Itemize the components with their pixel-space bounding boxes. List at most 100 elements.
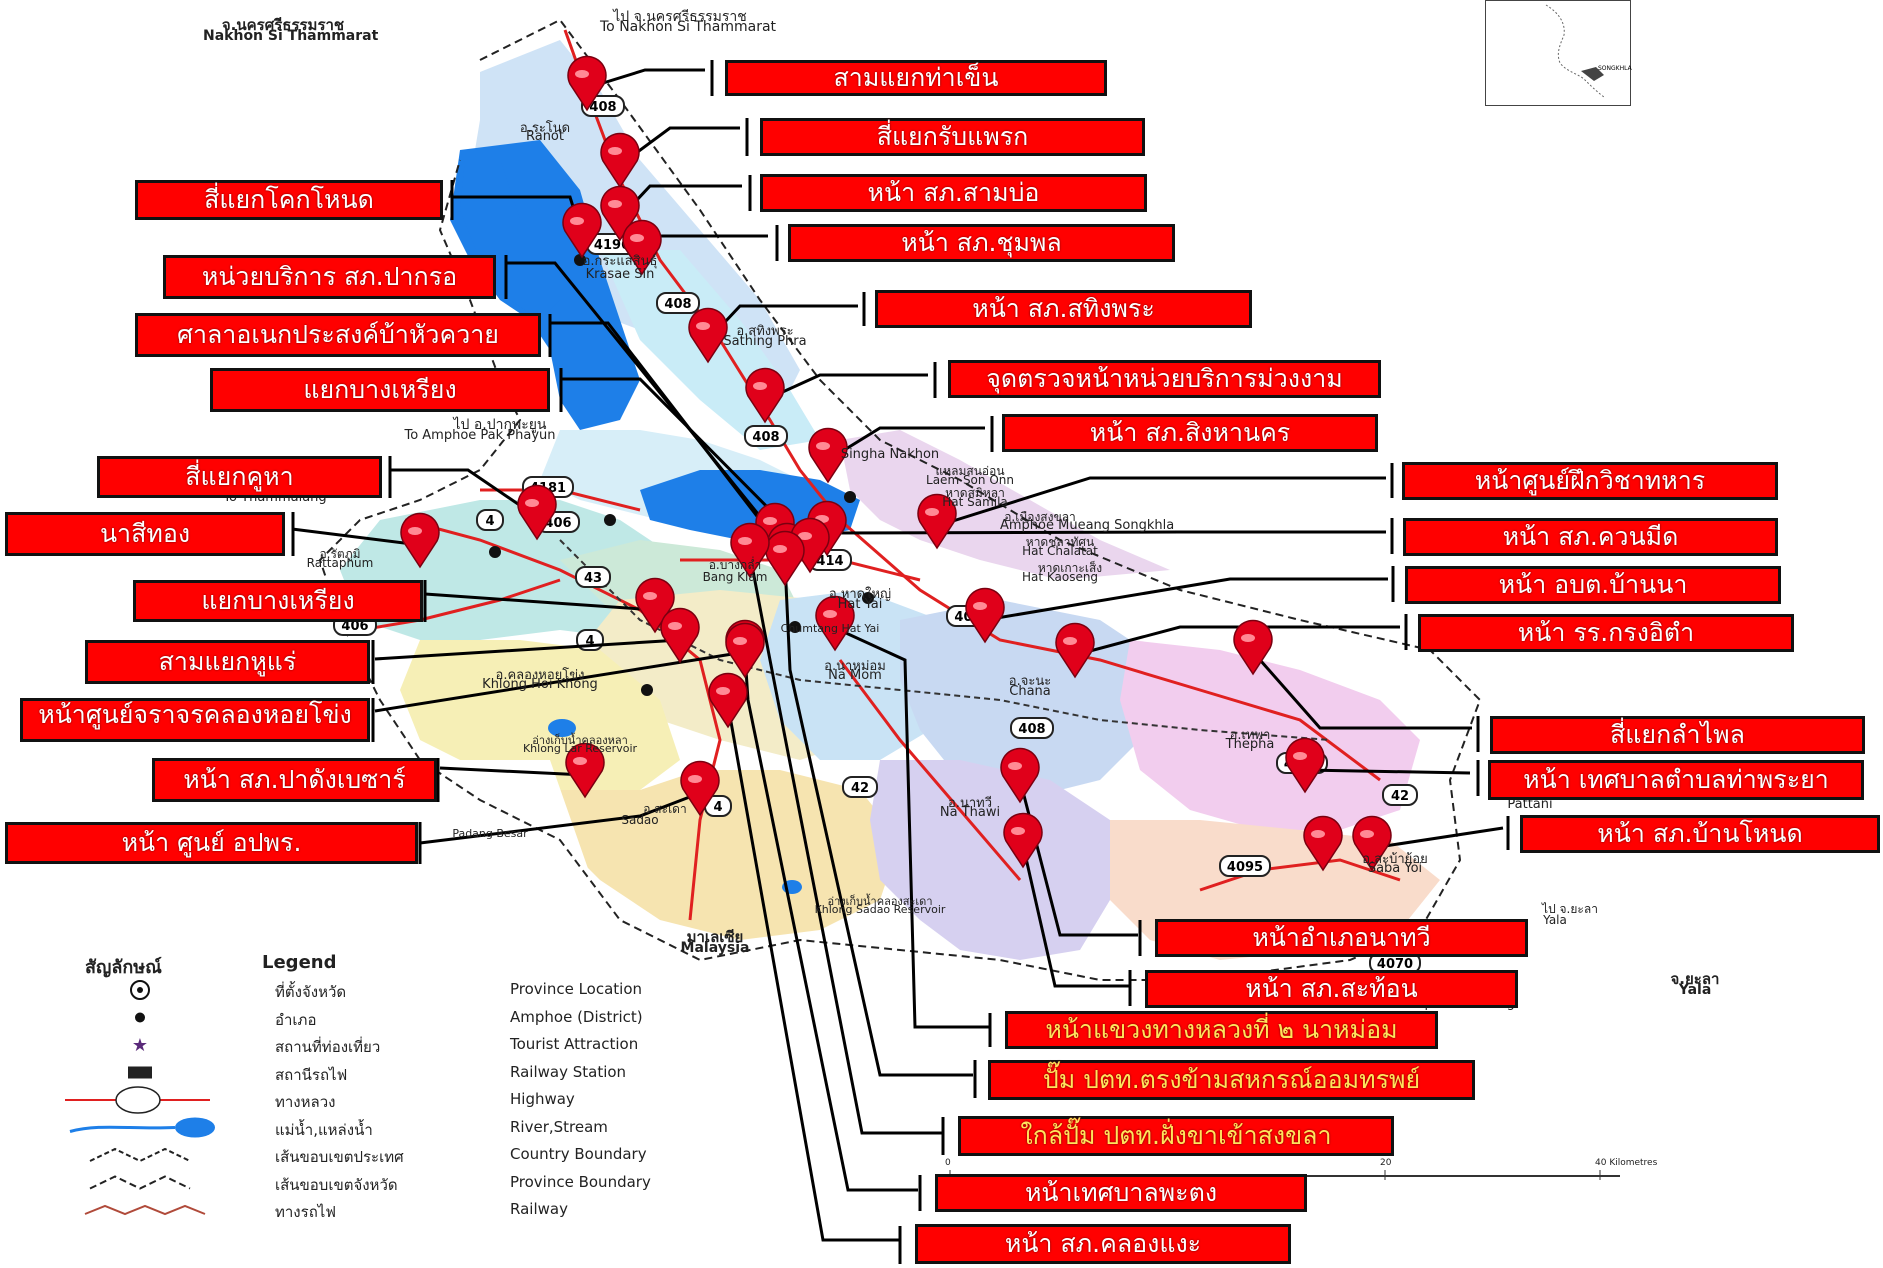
callout-label[interactable]: หน้า สภ.บ้านโหนด [1520, 815, 1880, 853]
map-label: อ.เทพา [1229, 728, 1271, 743]
legend-symbol-part [137, 987, 143, 993]
callout-label[interactable]: สามแยกหูแร่ [85, 640, 370, 684]
map-label: Bang Klam [702, 570, 768, 584]
callout-label[interactable]: หน้าศูนย์ฝึกวิชาทหาร [1402, 462, 1778, 500]
callout-label[interactable]: หน้า สภ.คลองแงะ [915, 1224, 1291, 1264]
location-pin-icon[interactable] [600, 185, 640, 242]
pin-highlight [575, 70, 589, 78]
legend-symbol-country [89, 1147, 191, 1163]
legend-symbol-part [130, 980, 150, 1000]
location-pin-icon[interactable] [725, 622, 765, 679]
callout-label[interactable]: แยกบางเหรียง [210, 368, 550, 412]
road-shield: 408 [1010, 717, 1054, 739]
pin-highlight [608, 147, 622, 155]
road-shield-number: 406 [544, 516, 571, 531]
leader-line [291, 527, 421, 547]
location-pin-icon[interactable] [517, 484, 557, 541]
location-pin-icon[interactable] [815, 595, 855, 652]
callout-label[interactable]: หน่วยบริการ สภ.ปากรอ [163, 255, 496, 299]
callout-label[interactable]: สี่แยกรับแพรก [760, 118, 1145, 156]
map-label: Krasae Sin [585, 267, 655, 282]
legend-symbol-part [84, 1204, 206, 1216]
map-label: อ่างเก็บน้ำคลองสะเดา [827, 895, 933, 908]
location-pin-icon[interactable] [660, 607, 700, 664]
map-label: Yala [1543, 913, 1567, 927]
pin-highlight [696, 322, 710, 330]
sea-area [460, 160, 560, 320]
callout-label[interactable]: สี่แยกโคกโหนด [135, 180, 443, 220]
map-label: Malaysia [680, 940, 750, 956]
callout-label[interactable]: แยกบางเหรียง [133, 580, 423, 622]
location-pin-icon[interactable] [567, 55, 607, 112]
location-pin-icon[interactable] [1285, 737, 1325, 794]
callout-label[interactable]: หน้า เทศบาลตำบลท่าพระยา [1488, 760, 1864, 800]
location-pin-icon[interactable] [1000, 747, 1040, 804]
scale-label-40: 40 Kilometres [1595, 1158, 1658, 1168]
callout-label[interactable]: ใกล้ปั๊ม ปตท.ฝั่งขาเข้าสงขลา [958, 1116, 1394, 1156]
location-pin-icon[interactable] [917, 493, 957, 550]
map-label: Hat Samila [942, 495, 1008, 509]
pin-shape [622, 219, 662, 276]
callout-label[interactable]: หน้า สภ.สิงหานคร [1002, 414, 1378, 452]
location-pin-icon[interactable] [400, 512, 440, 569]
location-pin-icon[interactable] [565, 742, 605, 799]
callout-label[interactable]: หน้าเทศบาลพะตง [935, 1174, 1307, 1212]
pin-shape [688, 307, 728, 364]
road-shield: 42 [842, 776, 878, 798]
callout-label[interactable]: สี่แยกคูหา [97, 456, 382, 498]
location-pin-icon[interactable] [745, 367, 785, 424]
region-khlong-hoi-khong [400, 640, 680, 790]
location-pin-icon[interactable] [1303, 815, 1343, 872]
road-shield: 4 [476, 509, 504, 531]
location-pin-icon[interactable] [622, 219, 662, 276]
callout-label[interactable]: หน้า สภ.ควนมีด [1403, 518, 1778, 556]
callout-label[interactable]: หน้า สภ.สามบ่อ [760, 174, 1147, 212]
location-pin-icon[interactable] [1352, 815, 1392, 872]
map-label: อ.นาทวี [948, 796, 992, 811]
location-pin-icon[interactable] [600, 132, 640, 189]
location-pin-icon[interactable] [1233, 619, 1273, 676]
district-dot [641, 684, 653, 696]
callout-label[interactable]: นาสีทอง [5, 512, 285, 556]
legend-symbol-railway [84, 1204, 206, 1216]
location-pin-icon[interactable] [965, 587, 1005, 644]
pin-shape [1233, 619, 1273, 676]
location-pin-icon[interactable] [562, 202, 602, 259]
callout-label[interactable]: สี่แยกลำไพล [1490, 716, 1865, 754]
callout-label[interactable]: หน้า สภ.สะท้อน [1145, 970, 1518, 1008]
pin-highlight [1011, 827, 1025, 835]
location-pin-icon[interactable] [635, 577, 675, 634]
callout-label[interactable]: หน้า สภ.ปาดังเบซาร์ [152, 758, 437, 802]
map-label: อ.คลองหอยโข่ง [495, 668, 585, 683]
road-shield-bg [1010, 717, 1054, 739]
legend-symbol-station [128, 1066, 152, 1079]
callout-label[interactable]: หน้าอำเภอนาทวี [1155, 919, 1528, 957]
callout-label[interactable]: หน้าศูนย์จราจรคลองหอยโข่ง [20, 698, 370, 742]
location-pin-icon[interactable] [708, 672, 748, 729]
location-pin-icon[interactable] [730, 522, 770, 579]
leader-line [1021, 844, 1130, 988]
pin-shape [517, 484, 557, 541]
location-pin-icon[interactable] [1003, 812, 1043, 869]
callout-label[interactable]: หน้า ศูนย์ อปพร. [5, 822, 418, 864]
callout-label[interactable]: หน้า อบต.บ้านนา [1405, 566, 1781, 604]
callout-label[interactable]: หน้าแขวงทางหลวงที่ ๒ นาหม่อม [1005, 1011, 1438, 1049]
callout-label[interactable]: ศาลาอเนกประสงค์บ้าหัวควาย [135, 313, 541, 357]
callout-label[interactable]: จุดตรวจหน้าหน่วยบริการม่วงงาม [948, 360, 1381, 398]
location-pin-icon[interactable] [808, 427, 848, 484]
callout-label[interactable]: หน้า รร.กรงอิตำ [1418, 614, 1794, 652]
inset-thailand-shape [1545, 4, 1605, 98]
pin-highlight [630, 234, 644, 242]
callout-label[interactable]: หน้า สภ.สทิงพระ [875, 290, 1252, 328]
road-shield-bg [842, 776, 878, 798]
callout-label[interactable]: สามแยกท่าเข็น [725, 60, 1107, 96]
road-shield-number: 408 [589, 100, 616, 115]
pin-shape [917, 493, 957, 550]
map-label: อ.บางกล่ำ [708, 558, 762, 572]
callout-label[interactable]: หน้า สภ.ชุมพล [788, 224, 1175, 262]
legend-label-th: เส้นขอบเขตประเทศ [275, 1148, 404, 1166]
location-pin-icon[interactable] [688, 307, 728, 364]
location-pin-icon[interactable] [1055, 622, 1095, 679]
location-pin-icon[interactable] [680, 760, 720, 817]
callout-label[interactable]: ปั๊ม ปตท.ตรงข้ามสหกรณ์ออมทรพย์ [988, 1060, 1475, 1100]
